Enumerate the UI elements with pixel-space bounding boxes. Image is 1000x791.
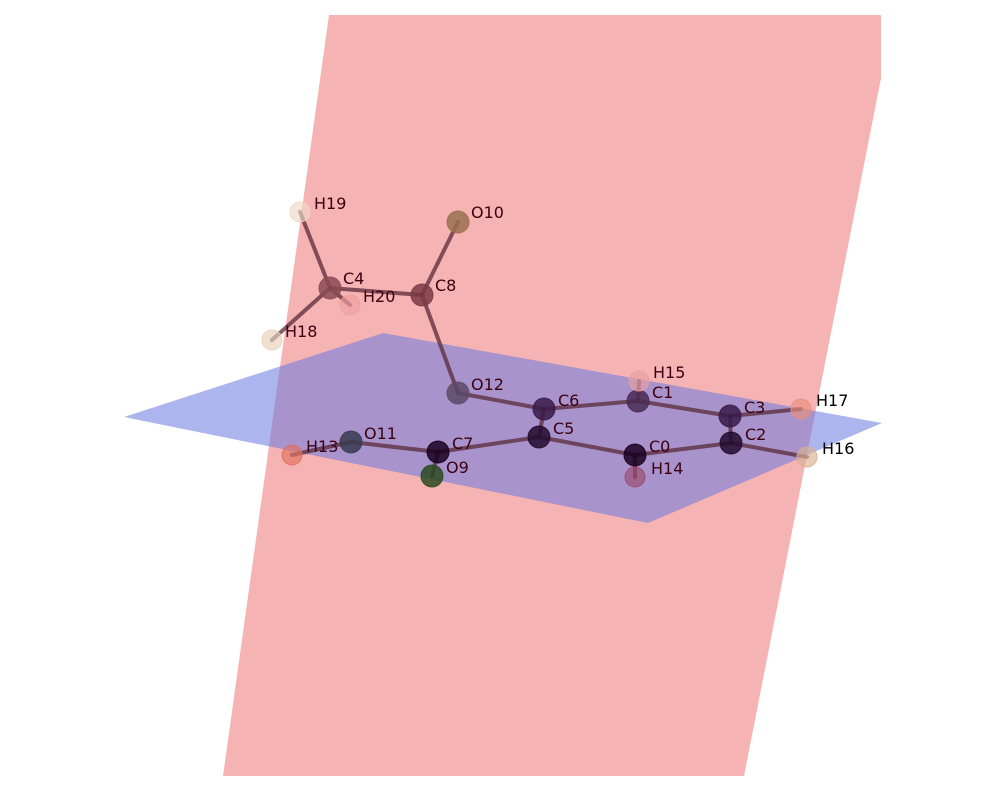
atom-h14 bbox=[624, 466, 646, 488]
atom-label-h16: H16 bbox=[822, 439, 854, 458]
bond-c4-h19 bbox=[298, 210, 332, 290]
bond-c7-o11 bbox=[349, 440, 440, 454]
atom-label-c2: C2 bbox=[745, 425, 766, 444]
bond-c6-o12 bbox=[456, 391, 546, 411]
atom-o11 bbox=[339, 430, 363, 454]
atom-h17 bbox=[790, 398, 812, 420]
atom-label-h14: H14 bbox=[651, 459, 683, 478]
atom-label-h17: H17 bbox=[816, 391, 848, 410]
atom-c6 bbox=[532, 397, 556, 421]
atom-c8 bbox=[410, 283, 434, 307]
atom-label-c1: C1 bbox=[652, 383, 673, 402]
atom-c7 bbox=[426, 440, 450, 464]
atom-c4 bbox=[318, 276, 342, 300]
atom-label-c5: C5 bbox=[553, 419, 574, 438]
atom-c3 bbox=[718, 404, 742, 428]
atom-h16 bbox=[796, 446, 818, 468]
atom-h18 bbox=[261, 329, 283, 351]
atom-label-o10: O10 bbox=[471, 203, 504, 222]
atom-o10 bbox=[446, 210, 470, 234]
atom-c2 bbox=[719, 431, 743, 455]
atom-o9 bbox=[420, 464, 444, 488]
atom-label-c3: C3 bbox=[744, 398, 765, 417]
bond-c0-c2 bbox=[633, 441, 733, 457]
bond-c0-c5 bbox=[537, 435, 637, 457]
atom-label-h15: H15 bbox=[653, 363, 685, 382]
labels-layer: C0C1C2C3C4C5C6C7C8O9O10O11O12H13H14H15H1… bbox=[285, 194, 854, 478]
bond-c4-h18 bbox=[270, 286, 332, 342]
atom-label-h18: H18 bbox=[285, 322, 317, 341]
bond-c8-o10 bbox=[420, 220, 460, 297]
atom-c5 bbox=[527, 425, 551, 449]
atom-h13 bbox=[281, 444, 303, 466]
bond-c3-h17 bbox=[728, 407, 803, 418]
atom-label-c6: C6 bbox=[558, 391, 579, 410]
atom-label-o11: O11 bbox=[364, 424, 397, 443]
atom-label-h13: H13 bbox=[306, 437, 338, 456]
atom-label-h20: H20 bbox=[363, 287, 395, 306]
atom-label-o12: O12 bbox=[471, 375, 504, 394]
atom-h20 bbox=[339, 294, 361, 316]
atom-label-o9: O9 bbox=[446, 458, 469, 477]
atom-label-c7: C7 bbox=[452, 434, 473, 453]
atom-label-c4: C4 bbox=[343, 269, 364, 288]
atom-c0 bbox=[623, 443, 647, 467]
bond-o12-c8 bbox=[420, 293, 460, 395]
bond-c8-c4 bbox=[328, 286, 424, 297]
bond-c3-c1 bbox=[636, 399, 732, 418]
bond-c1-c6 bbox=[542, 399, 640, 411]
bond-c2-h16 bbox=[729, 441, 809, 459]
atom-h19 bbox=[289, 201, 311, 223]
atoms-layer bbox=[261, 201, 818, 488]
atom-label-c8: C8 bbox=[435, 276, 456, 295]
atom-c1 bbox=[626, 389, 650, 413]
atom-label-c0: C0 bbox=[649, 437, 670, 456]
atom-h15 bbox=[628, 370, 650, 392]
plane-blue bbox=[124, 333, 882, 523]
bond-c5-c7 bbox=[436, 435, 541, 454]
atom-o12 bbox=[446, 381, 470, 405]
atom-label-h19: H19 bbox=[314, 194, 346, 213]
